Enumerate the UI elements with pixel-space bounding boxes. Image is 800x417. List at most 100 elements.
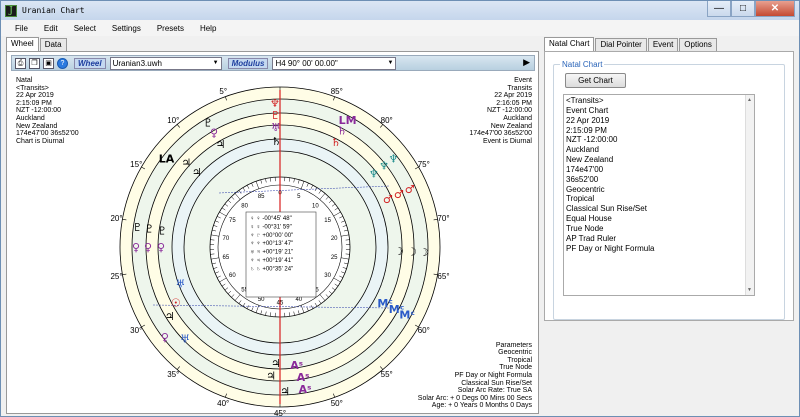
tab-data[interactable]: Data — [39, 38, 67, 51]
dial-tick — [333, 211, 341, 217]
uranian-dial[interactable]: ♆♇♅♄♇♀♃LM♄♄LA♃♃♆♆♆♂♂♂♇♇♇♀♀♀☽☽☽MᶜMᶜMᶜ♀♃☉♅… — [110, 86, 450, 417]
aspect-row: ♆ ♇ +00°00' 00" — [250, 233, 293, 239]
dial-tick — [328, 290, 333, 295]
dial-tick — [270, 312, 272, 317]
group-title: Natal Chart — [560, 60, 605, 69]
close-button[interactable]: ✕ — [755, 1, 795, 17]
tab-options[interactable]: Options — [679, 38, 717, 51]
menu-file[interactable]: File — [15, 23, 28, 33]
left-tab-strip: Wheel Data — [6, 37, 68, 52]
title-bar: J Uranian Chart — □ ✕ — [1, 1, 799, 20]
maximize-button[interactable]: □ — [731, 1, 755, 17]
planet-glyph-icon: ♂ — [383, 193, 393, 206]
dial-tick — [339, 275, 344, 278]
dial-tick — [328, 199, 333, 204]
menu-edit[interactable]: Edit — [43, 23, 58, 33]
planet-glyph-icon: LM — [339, 114, 357, 127]
inner-degree-label: 85 — [258, 194, 265, 200]
planet-glyph-icon: Aˢ — [290, 359, 303, 372]
tab-natal-chart[interactable]: Natal Chart — [544, 37, 595, 51]
wheel-pane: ⎙ ❐ ▣ ? Wheel Uranian3.uwh ▼ Modulus H4 … — [6, 51, 539, 417]
planet-glyph-icon: ☽ — [394, 245, 404, 258]
aspect-row: ♅ ♃ +00°19' 21" — [250, 250, 293, 256]
dial-tick — [288, 177, 290, 182]
aspect-box: ♀ ♀ -00°45' 48"♀ ♀ -00°31' 59"♆ ♇ +00°00… — [245, 211, 317, 298]
help-icon[interactable]: ? — [57, 57, 68, 69]
planet-glyph-icon: ♀ — [157, 241, 165, 254]
dial-tick — [339, 216, 344, 219]
dial-tick — [300, 181, 305, 189]
wheel-toolbar: ⎙ ❐ ▣ ? Wheel Uranian3.uwh ▼ Modulus H4 … — [11, 55, 535, 71]
planet-glyph-icon: ♆ — [379, 160, 389, 173]
planet-glyph-icon: ♆ — [389, 152, 399, 165]
planet-glyph-icon: ♄ — [337, 124, 347, 137]
menu-select[interactable]: Select — [73, 23, 96, 33]
dial-tick — [246, 185, 250, 189]
planet-glyph-icon: ♆ — [270, 97, 280, 110]
play-icon[interactable]: ▶ — [523, 57, 530, 67]
natal-info-line: 2:15:09 PM — [16, 99, 52, 107]
dial-tick — [325, 196, 329, 200]
planet-glyph-icon: ♇ — [132, 221, 142, 234]
aspect-line — [218, 185, 390, 194]
dial-tick — [331, 287, 336, 291]
copy-icon[interactable]: ❐ — [29, 57, 40, 69]
tab-wheel[interactable]: Wheel — [6, 37, 39, 51]
dial-tick — [211, 234, 219, 237]
wheel-file-select[interactable]: Uranian3.uwh ▼ — [109, 56, 222, 70]
dial-tick — [300, 305, 305, 313]
event-info-line: 174e47'00 36s52'00 — [469, 130, 532, 138]
natal-info-line: 22 Apr 2019 — [16, 92, 54, 100]
inner-degree-label: 40 — [295, 297, 302, 303]
save-image-icon[interactable]: ▣ — [43, 57, 54, 69]
inner-degree-label: 20 — [331, 236, 338, 242]
dial-tick — [293, 178, 295, 183]
dial-tick — [314, 187, 318, 192]
natal-info-line: 174e47'00 36s52'00 — [16, 130, 79, 138]
get-chart-button[interactable]: Get Chart — [565, 73, 626, 88]
dial-tick — [297, 179, 300, 184]
right-tab-strip: Natal Chart Dial Pointer Event Options — [544, 37, 718, 52]
minimize-button[interactable]: — — [707, 1, 731, 17]
dial-tick — [251, 182, 254, 187]
outer-degree-label: 70° — [437, 214, 449, 223]
dial-tick — [341, 271, 345, 274]
app-logo-icon: J — [5, 4, 17, 17]
dial-tick — [176, 124, 180, 128]
menu-settings[interactable]: Settings — [111, 23, 141, 33]
inner-degree-label: 10 — [312, 203, 319, 209]
print-icon[interactable]: ⎙ — [15, 57, 26, 69]
scroll-up-icon[interactable]: ▲ — [747, 97, 752, 103]
modulus-label: Modulus — [227, 57, 269, 69]
list-scrollbar[interactable]: ▲ ▼ — [745, 95, 754, 295]
dial-tick — [231, 294, 235, 298]
tab-dial-pointer[interactable]: Dial Pointer — [595, 38, 647, 51]
planet-glyph-icon: ♀ — [144, 241, 152, 254]
menu-help[interactable]: Help — [199, 23, 217, 33]
tab-event[interactable]: Event — [647, 38, 679, 51]
dropdown-arrow-icon: ▼ — [212, 59, 219, 66]
modulus-select[interactable]: H4 90° 00' 00.00" ▼ — [272, 56, 397, 70]
planet-glyph-icon: ♅ — [175, 277, 185, 290]
parameter-line: Age: + 0 Years 0 Months 0 Days — [431, 402, 532, 410]
dial-tick — [246, 305, 250, 309]
list-item: New Zealand — [566, 155, 614, 165]
dial-tick — [333, 393, 336, 398]
dial-tick — [331, 203, 336, 207]
dial-tick — [122, 218, 127, 221]
planet-glyph-icon: ☉ — [171, 296, 181, 309]
aspect-line — [152, 304, 390, 309]
dial-tick — [314, 302, 318, 307]
dial-tick — [224, 287, 229, 291]
event-info-line: Transits — [507, 84, 532, 92]
dial-tick — [219, 211, 227, 217]
scroll-down-icon[interactable]: ▼ — [747, 287, 752, 293]
inner-degree-label: 50 — [258, 297, 265, 303]
menu-presets[interactable]: Presets — [156, 23, 184, 33]
dial-tick — [319, 193, 326, 200]
modulus-value: H4 90° 00' 00.00" — [275, 58, 338, 68]
aspect-row: ♀ ♀ -00°45' 48" — [250, 216, 292, 222]
